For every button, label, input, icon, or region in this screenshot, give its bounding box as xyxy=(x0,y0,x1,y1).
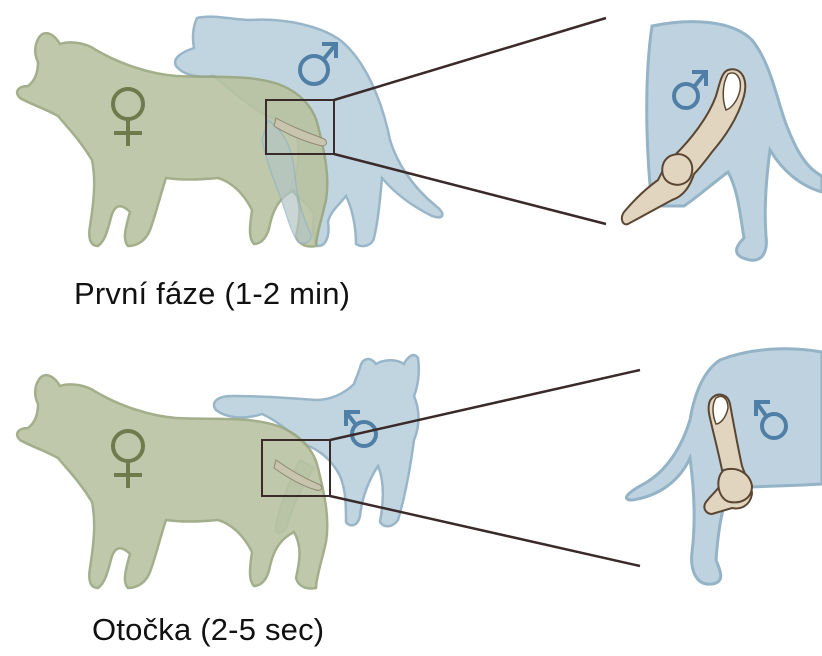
zoom-line-bottom-2 xyxy=(330,496,640,566)
zoom-line-top xyxy=(334,18,606,100)
zoom-detail-turn xyxy=(626,349,822,584)
panel-first-phase xyxy=(17,17,822,261)
zoom-detail-first-phase xyxy=(622,22,822,261)
caption-first-phase: První fáze (1-2 min) xyxy=(74,276,350,312)
caption-turn-phase: Otočka (2-5 sec) xyxy=(92,612,324,648)
panel-turn-phase xyxy=(17,349,822,589)
bulbus-detail xyxy=(662,154,692,185)
male-hindquarter-detail xyxy=(647,22,822,261)
